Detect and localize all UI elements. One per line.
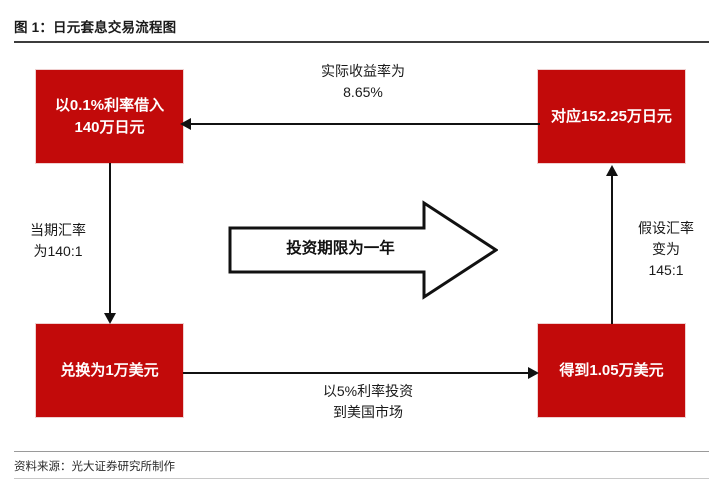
connector-left-line (109, 163, 111, 315)
arrowhead-up-icon (606, 165, 618, 176)
footer-divider-bottom (14, 478, 709, 479)
connector-top-line (190, 123, 540, 125)
process-box-bottom-right: 得到1.05万美元 (538, 324, 685, 417)
process-box-top-right: 对应152.25万日元 (538, 70, 685, 163)
edge-label-top: 实际收益率为 8.65% (321, 63, 405, 100)
page-title: 图 1：日元套息交易流程图 (14, 20, 177, 35)
edge-label-bottom: 以5%利率投资 到美国市场 (322, 383, 414, 420)
edge-label-right: 假设汇率 变为 145:1 (638, 220, 694, 278)
arrowhead-left-icon (180, 118, 191, 130)
footer-divider (14, 451, 709, 452)
process-box-top-left: 以0.1%利率借入140万日元 (36, 70, 183, 163)
block-arrow-label: 投资期限为一年 (286, 240, 395, 257)
source-note: 资料来源：光大证券研究所制作 (14, 461, 175, 473)
process-box-bottom-left: 兑换为1万美元 (36, 324, 183, 417)
edge-label-left: 当期汇率 为140:1 (30, 222, 86, 259)
connector-bottom-line (183, 372, 529, 374)
arrowhead-right-icon (528, 367, 539, 379)
title-divider (14, 41, 709, 43)
block-arrow-right-icon (228, 200, 498, 300)
arrowhead-down-icon (104, 313, 116, 324)
connector-right-line (611, 174, 613, 324)
